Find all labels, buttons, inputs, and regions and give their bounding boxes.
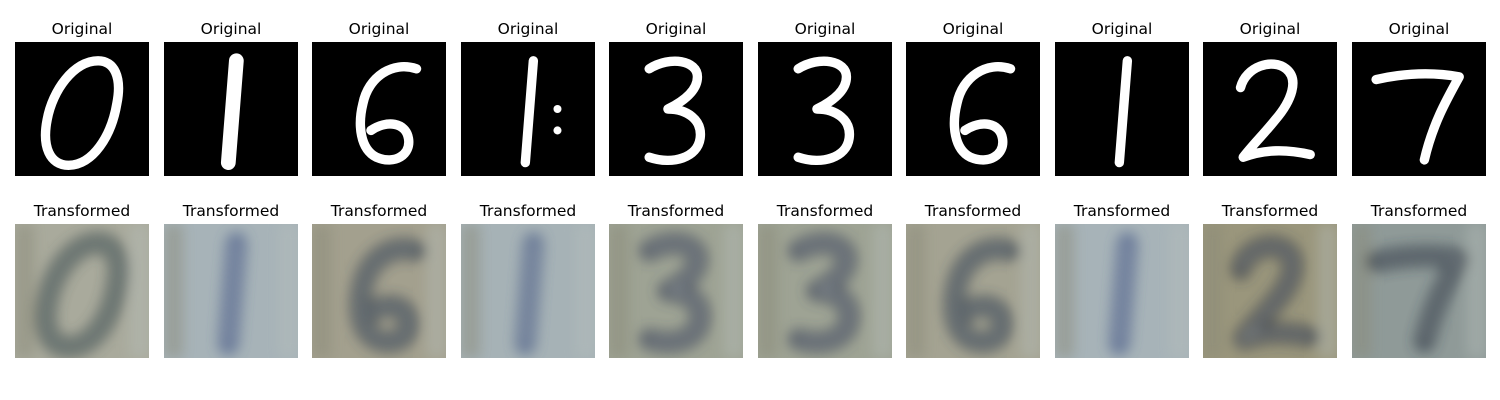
transformed-image [758,224,892,358]
digit-image [312,42,446,176]
transformed-title: Transformed [1370,202,1468,220]
digit-image [1203,42,1337,176]
transformed-title: Transformed [33,202,131,220]
transformed-title: Transformed [182,202,280,220]
digit-image [609,42,743,176]
transformed-title: Transformed [1221,202,1319,220]
original-title: Original [348,20,410,38]
digit-six-mnist-icon [355,62,422,165]
digit-zero-mnist-icon [40,56,124,170]
original-row: Original Original Original Original Original… [0,20,1500,180]
transformed-image [461,224,595,358]
transformed-image [1055,224,1189,358]
digit-one-mnist-icon [220,53,244,170]
transformed-image [15,224,149,358]
digit-one-mnist-icon [1114,56,1133,168]
original-title: Original [497,20,559,38]
transformed-image [312,224,446,358]
transformed-image [164,224,298,358]
original-title: Original [645,20,707,38]
original-title: Original [1388,20,1450,38]
original-title: Original [1239,20,1301,38]
digit-seven-mnist-icon [1371,69,1464,165]
transformed-image [906,224,1040,358]
transformed-image [1352,224,1486,358]
digit-image [15,42,149,176]
original-title: Original [1091,20,1153,38]
digit-image [461,42,595,176]
digit-image [758,42,892,176]
transformed-title: Transformed [1073,202,1171,220]
transformed-image [1203,224,1337,358]
transformed-title: Transformed [330,202,428,220]
digit-three-mnist-icon [644,56,705,165]
digit-image [1055,42,1189,176]
digit-one-mnist-icon [520,56,539,168]
transformed-title: Transformed [924,202,1022,220]
transformed-title: Transformed [479,202,577,220]
transformed-title: Transformed [776,202,874,220]
transformed-row: Transformed Transformed Transformed Transfo… [0,202,1500,362]
transformed-image [609,224,743,358]
digit-two-mnist-icon [1235,59,1315,162]
digit-six-mnist-icon [949,62,1016,165]
digit-image [906,42,1040,176]
original-title: Original [794,20,856,38]
digit-image [164,42,298,176]
original-title: Original [51,20,113,38]
digit-three-mnist-icon [793,56,854,165]
original-title: Original [200,20,262,38]
original-title: Original [942,20,1004,38]
digit-image [1352,42,1486,176]
transformed-title: Transformed [627,202,725,220]
